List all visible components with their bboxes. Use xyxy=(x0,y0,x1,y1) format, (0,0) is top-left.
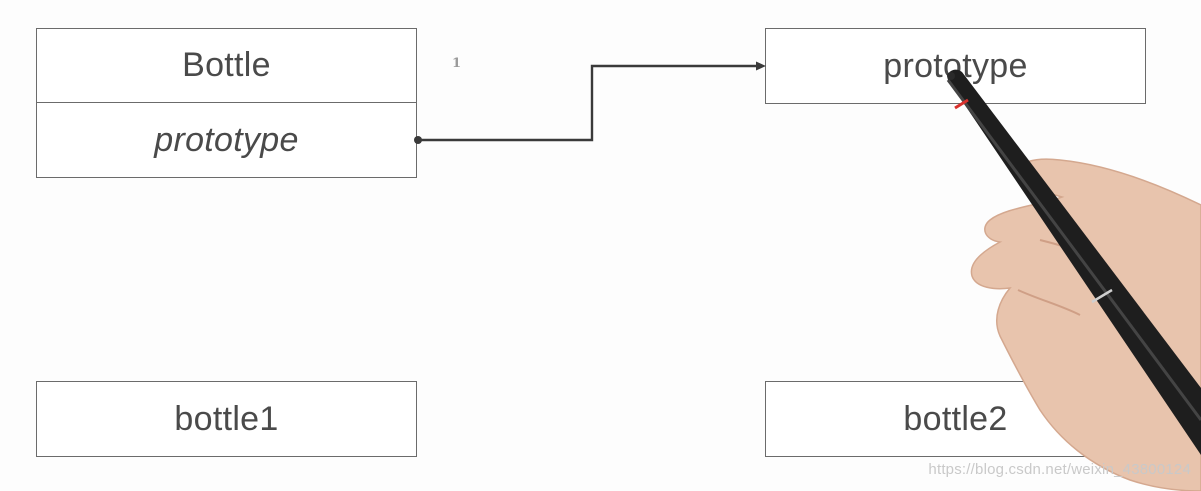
bottle-prototype-property-box: prototype xyxy=(36,102,417,178)
step-marker: 1 xyxy=(452,56,462,71)
bottle-prototype-property: prototype xyxy=(154,120,299,159)
prototype-object-box: prototype xyxy=(765,28,1146,104)
bottle2-instance-label: bottle2 xyxy=(903,399,1008,438)
bottle-class-name-box: Bottle xyxy=(36,28,417,103)
prototype-object-label: prototype xyxy=(883,46,1028,85)
bottle-class-name: Bottle xyxy=(182,46,271,84)
bottle1-instance-box: bottle1 xyxy=(36,381,417,457)
bottle1-instance-label: bottle1 xyxy=(174,399,279,438)
prototype-connector-line xyxy=(418,64,760,142)
watermark-url: https://blog.csdn.net/weixin_43800124 xyxy=(928,461,1191,478)
bottle2-instance-box: bottle2 xyxy=(765,381,1146,457)
